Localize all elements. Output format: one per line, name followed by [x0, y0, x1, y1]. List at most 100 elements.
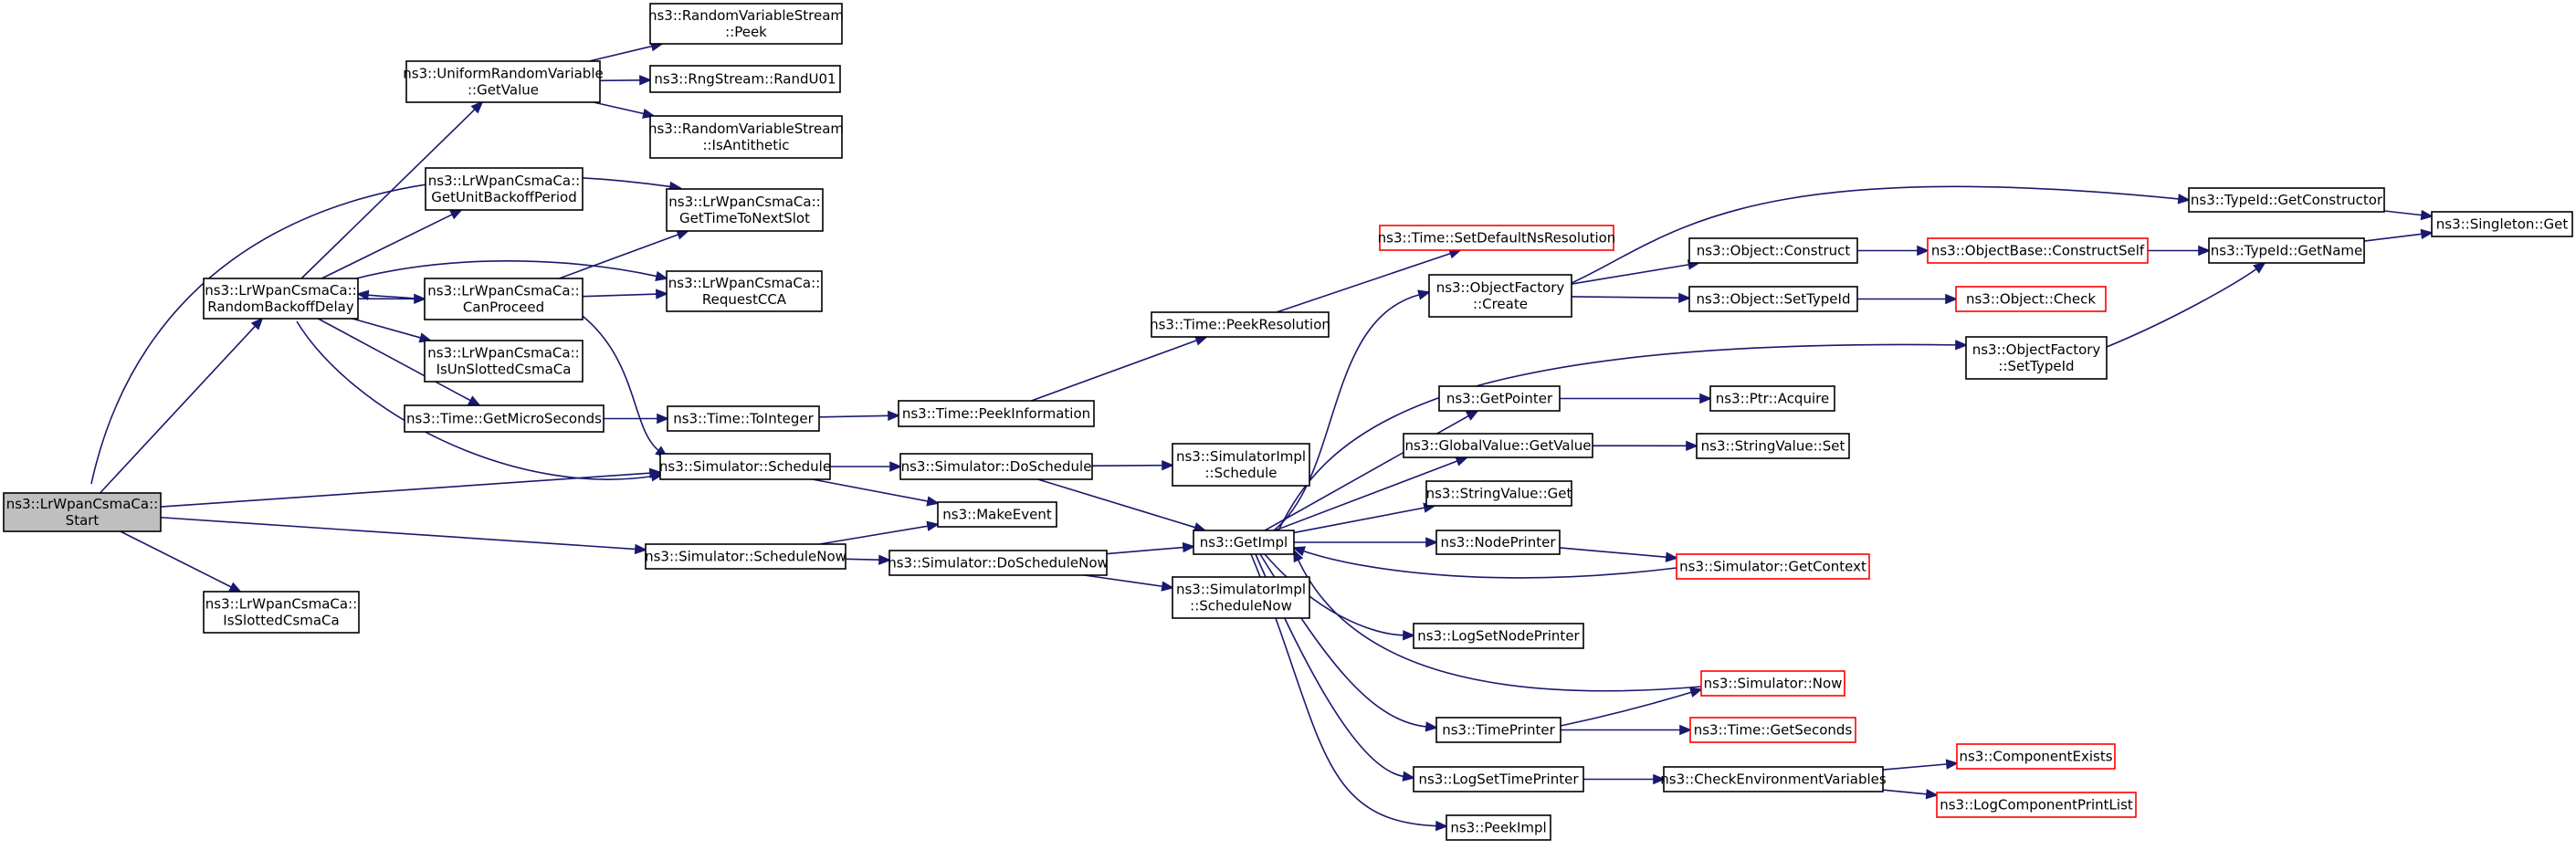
edge-line: [1293, 507, 1426, 534]
node-svset[interactable]: ns3::StringValue::Set: [1696, 433, 1850, 459]
edge-arrowhead: [1425, 537, 1439, 548]
edge-arrowhead: [634, 543, 648, 555]
node-checkenv[interactable]: ns3::CheckEnvironmentVariables: [1660, 766, 1887, 792]
node-box: [666, 188, 824, 232]
node-isslot[interactable]: ns3::LrWpanCsmaCa::IsSlottedCsmaCa: [203, 591, 360, 634]
node-logsetnp[interactable]: ns3::LogSetNodePrinter: [1413, 623, 1584, 649]
node-box: [1151, 311, 1330, 338]
edge-line: [1273, 293, 1421, 531]
node-label: ns3::LrWpanCsmaCa::: [205, 282, 356, 299]
edge-line: [1560, 691, 1693, 727]
node-sched[interactable]: ns3::Simulator::Schedule: [659, 453, 831, 480]
edge-arrowhead: [1182, 541, 1196, 553]
edge-arrowhead: [1945, 759, 1960, 770]
edge-arrowhead: [639, 75, 653, 86]
node-timeprinter[interactable]: ns3::TimePrinter: [1435, 717, 1561, 743]
node-urv[interactable]: ns3::UniformRandomVariable::GetValue: [403, 60, 604, 103]
node-label: ns3::RandomVariableStream: [648, 121, 844, 137]
node-label: ns3::Simulator::ScheduleNow: [645, 549, 846, 565]
node-objsettypeid[interactable]: ns3::Object::SetTypeId: [1688, 286, 1858, 312]
node-label: ns3::StringValue::Get: [1426, 486, 1572, 502]
edge-line: [1882, 763, 1949, 771]
node-label: ns3::LrWpanCsmaCa::: [427, 345, 579, 362]
node-label: ns3::Time::GetMicroSeconds: [406, 411, 602, 427]
node-dosched[interactable]: ns3::Simulator::DoSchedule: [899, 453, 1093, 480]
node-label: ns3::LogSetTimePrinter: [1418, 771, 1579, 788]
node-setdefres[interactable]: ns3::Time::SetDefaultNsResolution: [1378, 225, 1616, 251]
node-box: [2208, 237, 2365, 264]
node-compexists[interactable]: ns3::ComponentExists: [1956, 743, 2116, 770]
edge-line: [593, 101, 646, 115]
node-logcpl[interactable]: ns3::LogComponentPrintList: [1936, 792, 2137, 818]
edge-arrowhead: [655, 270, 669, 281]
edge-logsettp-to-checkenv: [1583, 773, 1667, 785]
node-simimplsched[interactable]: ns3::SimulatorImpl::Schedule: [1172, 443, 1310, 487]
node-simnow[interactable]: ns3::Simulator::Now: [1700, 670, 1845, 697]
node-tidgetname[interactable]: ns3::TypeId::GetName: [2208, 237, 2365, 264]
node-simimplschednow[interactable]: ns3::SimulatorImpl::ScheduleNow: [1172, 576, 1310, 619]
edge-line: [366, 294, 426, 300]
edge-line: [812, 478, 930, 503]
node-box: [1676, 553, 1870, 580]
node-box: [1379, 225, 1614, 251]
node-obconstructself[interactable]: ns3::ObjectBase::ConstructSelf: [1927, 237, 2149, 264]
node-isunslot[interactable]: ns3::LrWpanCsmaCa::IsUnSlottedCsmaCa: [424, 340, 584, 383]
node-label: RequestCCA: [702, 291, 787, 308]
node-logsettp[interactable]: ns3::LogSetTimePrinter: [1413, 766, 1584, 792]
node-peekres[interactable]: ns3::Time::PeekResolution: [1150, 311, 1330, 338]
node-toint[interactable]: ns3::Time::ToInteger: [667, 405, 820, 432]
node-getptr[interactable]: ns3::GetPointer: [1438, 385, 1561, 412]
edge-arrowhead: [888, 410, 901, 422]
node-objcheck[interactable]: ns3::Object::Check: [1955, 286, 2107, 312]
edge-line: [160, 472, 652, 508]
edge-line: [819, 525, 930, 545]
node-getseconds[interactable]: ns3::Time::GetSeconds: [1689, 717, 1856, 743]
node-label: ::ScheduleNow: [1190, 598, 1292, 614]
node-gttns[interactable]: ns3::LrWpanCsmaCa::GetTimeToNextSlot: [666, 188, 824, 232]
node-singletonget[interactable]: ns3::Singleton::Get: [2431, 211, 2573, 237]
edge-urv-to-rvspeek: [589, 41, 664, 62]
node-getimpl[interactable]: ns3::GetImpl: [1193, 530, 1295, 555]
node-peekinfo[interactable]: ns3::Time::PeekInformation: [898, 400, 1095, 427]
node-rbd[interactable]: ns3::LrWpanCsmaCa::RandomBackoffDelay: [203, 278, 359, 320]
node-randu01[interactable]: ns3::RngStream::RandU01: [649, 65, 841, 93]
node-ubp[interactable]: ns3::LrWpanCsmaCa::GetUnitBackoffPeriod: [425, 167, 584, 211]
edge-arrowhead: [2177, 194, 2192, 205]
node-ptracquire[interactable]: ns3::Ptr::Acquire: [1709, 385, 1835, 412]
edge-arrowhead: [1455, 456, 1469, 467]
node-box: [1700, 670, 1845, 697]
node-makeevent[interactable]: ns3::MakeEvent: [937, 501, 1057, 528]
node-schednow[interactable]: ns3::Simulator::ScheduleNow: [645, 543, 846, 570]
node-objconstruct[interactable]: ns3::Object::Construct: [1688, 237, 1858, 264]
edge-line: [574, 310, 660, 452]
edge-line: [818, 415, 890, 418]
edge-arrowhead: [1403, 630, 1416, 641]
node-label: ns3::SimulatorImpl: [1176, 582, 1306, 598]
edge-arrowhead: [355, 289, 370, 300]
node-tidgetctor[interactable]: ns3::TypeId::GetConstructor: [2188, 187, 2385, 213]
node-label: ns3::Simulator::Schedule: [659, 458, 831, 475]
node-gvget[interactable]: ns3::GlobalValue::GetValue: [1403, 433, 1593, 458]
node-peekimpl[interactable]: ns3::PeekImpl: [1446, 814, 1551, 841]
node-getmicro[interactable]: ns3::Time::GetMicroSeconds: [404, 404, 605, 433]
node-start[interactable]: ns3::LrWpanCsmaCa::Start: [3, 492, 162, 532]
edge-arrowhead: [1653, 773, 1667, 785]
edge-arrowhead: [926, 496, 941, 507]
node-rvsanti[interactable]: ns3::RandomVariableStream::IsAntithetic: [648, 115, 844, 159]
node-doschednow[interactable]: ns3::Simulator::DoScheduleNow: [888, 550, 1109, 576]
edge-getimpl-to-peekimpl: [1250, 553, 1449, 832]
node-reqcca[interactable]: ns3::LrWpanCsmaCa::RequestCCA: [666, 270, 823, 312]
edge-arrowhead: [449, 209, 464, 220]
node-getcontext[interactable]: ns3::Simulator::GetContext: [1676, 553, 1870, 580]
node-rvspeek[interactable]: ns3::RandomVariableStream::Peek: [648, 3, 844, 45]
node-svget[interactable]: ns3::StringValue::Get: [1425, 480, 1572, 507]
node-nodeprinter[interactable]: ns3::NodePrinter: [1435, 530, 1561, 555]
node-box: [1438, 385, 1561, 412]
node-ofcreate[interactable]: ns3::ObjectFactory::Create: [1428, 274, 1572, 318]
node-ofsettypeid[interactable]: ns3::ObjectFactory::SetTypeId: [1965, 336, 2108, 380]
edge-line: [1037, 478, 1197, 529]
edge-line: [1250, 553, 1438, 827]
edge-line: [120, 530, 233, 589]
node-canp[interactable]: ns3::LrWpanCsmaCa::CanProceed: [424, 278, 584, 320]
